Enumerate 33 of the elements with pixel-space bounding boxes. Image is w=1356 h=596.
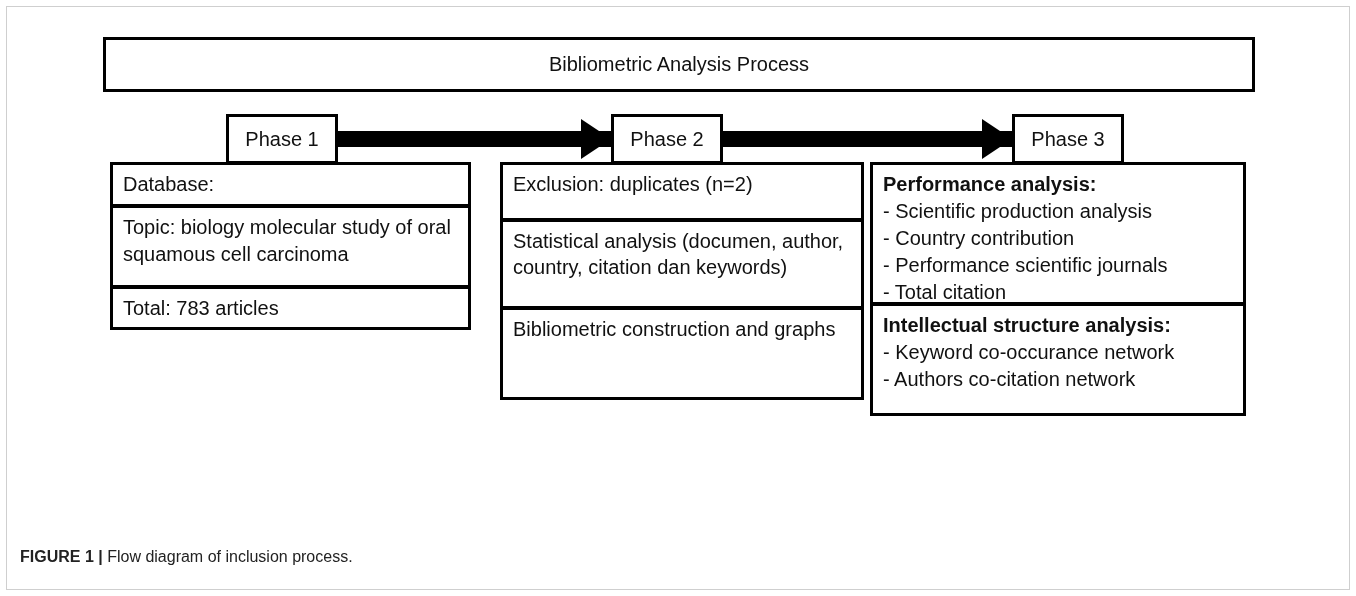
process-box <box>110 286 471 330</box>
list-item: - Total citation <box>883 280 1008 305</box>
process-box <box>110 162 471 207</box>
list-item: - Scientific production analysis <box>883 199 1153 224</box>
title-box <box>103 37 1255 92</box>
section-heading: Intellectual structure analysis: <box>883 313 1172 338</box>
process-box <box>870 162 1246 305</box>
box-text: Exclusion: duplicates (n=2) <box>513 172 754 197</box>
list-item: - Performance scientific journals <box>883 253 1169 278</box>
phase-box <box>226 114 338 164</box>
box-text: Database: <box>123 172 216 197</box>
process-box <box>500 162 864 221</box>
list-item: - Authors co-citation network <box>883 367 1137 392</box>
phase-box <box>1012 114 1124 164</box>
process-box <box>870 303 1246 416</box>
process-box <box>500 219 864 309</box>
section-heading: Performance analysis: <box>883 172 1098 197</box>
box-text: Statistical analysis (documen, author, country, citation dan keywords) <box>513 229 845 280</box>
process-box <box>110 205 471 288</box>
list-item: - Keyword co-occurance network <box>883 340 1176 365</box>
arrow <box>723 119 1012 159</box>
figure-caption: FIGURE 1 | Flow diagram of inclusion process. <box>20 548 353 566</box>
phase-label: Phase 2 <box>630 126 704 152</box>
arrow <box>338 119 611 159</box>
phase-label: Phase 3 <box>1031 126 1105 152</box>
phase-box <box>611 114 723 164</box>
node-label: Bibliometric Analysis Process <box>548 52 810 77</box>
list-item: - Country contribution <box>883 226 1076 251</box>
box-text: Topic: biology molecular study of oral squamous cell carcinoma <box>123 215 452 267</box>
phase-label: Phase 1 <box>245 126 319 152</box>
box-text: Bibliometric construction and graphs <box>513 317 837 342</box>
box-text: Total: 783 articles <box>123 296 280 321</box>
process-box <box>500 307 864 400</box>
